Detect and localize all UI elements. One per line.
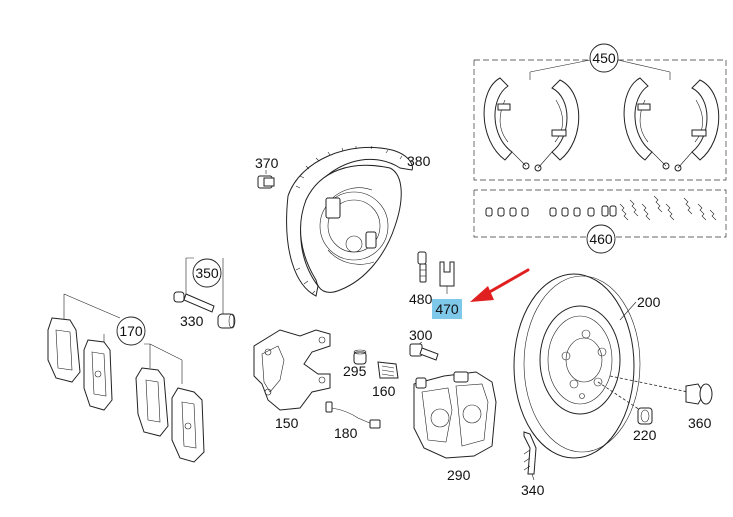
callout-170: 170 <box>119 323 143 339</box>
backing-plate-380-group[interactable]: 380 <box>286 145 431 297</box>
pointer-arrow <box>470 268 530 302</box>
parking-brake-shoes-group[interactable]: 450 <box>473 43 727 181</box>
nut-220-group[interactable]: 220 <box>597 381 657 443</box>
guide-pin-350-group[interactable]: 350 330 <box>173 257 236 329</box>
callout-290: 290 <box>447 467 471 483</box>
cap-295-group[interactable]: 295 <box>343 349 367 379</box>
callout-150: 150 <box>275 415 299 431</box>
callout-160: 160 <box>372 383 396 399</box>
callout-220: 220 <box>633 427 657 443</box>
callout-460: 460 <box>589 231 613 247</box>
highlight-470 <box>432 299 462 319</box>
callout-350-circle <box>192 258 222 288</box>
wear-sensor-180-group[interactable]: 180 <box>325 401 381 441</box>
brake-disc-200-group[interactable]: 200 <box>513 273 661 459</box>
callout-200: 200 <box>637 294 661 310</box>
spring-clip-340-group[interactable]: 340 <box>521 431 545 498</box>
callout-350: 350 <box>195 265 219 281</box>
callout-480: 480 <box>409 291 433 307</box>
callout-460-circle <box>586 224 616 254</box>
callout-340: 340 <box>521 482 545 498</box>
clip-470-group[interactable]: 470 <box>432 261 462 319</box>
callout-300: 300 <box>409 327 433 343</box>
callout-370: 370 <box>255 155 279 171</box>
brake-pads-170-group[interactable]: 170 <box>47 293 205 463</box>
caliper-carrier-150-group[interactable]: 150 <box>253 329 331 431</box>
caliper-290-group[interactable]: 290 <box>413 371 497 483</box>
callout-380: 380 <box>407 153 431 169</box>
bolt-370-group[interactable]: 370 <box>255 155 279 189</box>
screw-360-group[interactable]: 360 <box>609 375 713 431</box>
callout-330: 330 <box>180 313 204 329</box>
spring-160-group[interactable]: 160 <box>372 361 399 399</box>
callout-450-circle <box>589 43 619 73</box>
callout-180: 180 <box>334 425 358 441</box>
bolt-300-group[interactable]: 300 <box>409 327 439 361</box>
callout-295: 295 <box>343 363 367 379</box>
callout-170-circle <box>116 316 146 346</box>
hardware-kit-group[interactable]: 460 <box>473 189 727 254</box>
bleeder-480-group[interactable]: 480 <box>409 251 433 307</box>
callout-450: 450 <box>592 50 616 66</box>
callout-470: 470 <box>435 301 459 317</box>
callout-360: 360 <box>688 415 712 431</box>
